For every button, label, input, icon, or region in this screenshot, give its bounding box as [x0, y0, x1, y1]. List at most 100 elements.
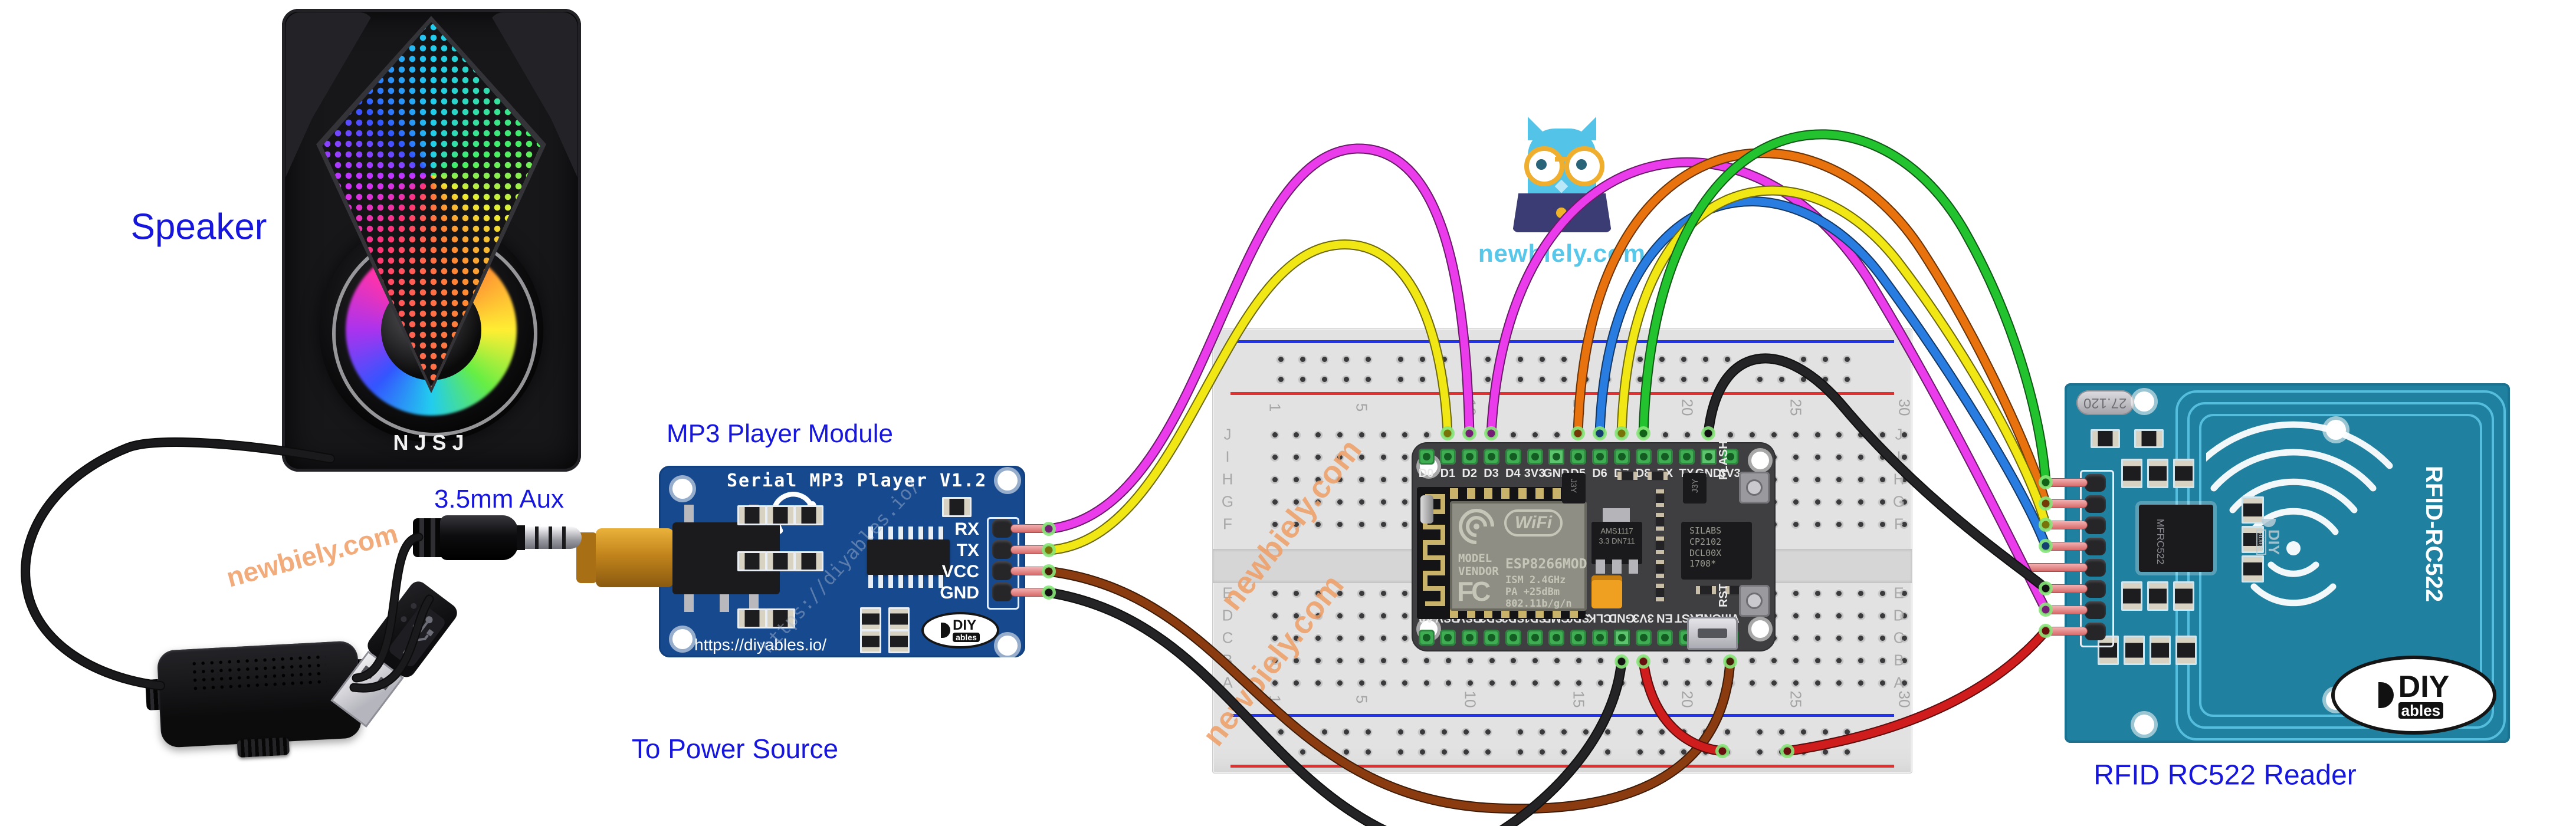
- owl-glasses-bridge: [1555, 157, 1567, 162]
- breadboard-hole: [1400, 430, 1410, 439]
- breadboard-hole: [1313, 430, 1323, 439]
- breadboard-column-number: 30: [1895, 399, 1914, 416]
- mp3-pin-label-gnd: GND: [940, 583, 979, 603]
- nodemcu-bottom-pin-CMD: [1548, 630, 1565, 646]
- mfrc522-text: MFRC522: [2155, 519, 2166, 565]
- breadboard-hole: [1791, 430, 1801, 439]
- smd-component: [1648, 470, 1668, 481]
- rfid-hole: [2134, 391, 2154, 412]
- breadboard-rail-hole: [1842, 747, 1852, 756]
- breadboard-hole: [1357, 588, 1367, 598]
- flash-button[interactable]: [1739, 472, 1770, 504]
- diyables-glyph: [2378, 682, 2394, 708]
- smd-component: [1655, 513, 1665, 531]
- breadboard-hole: [1270, 611, 1279, 620]
- breadboard-rail-hole: [1276, 747, 1285, 756]
- breadboard-hole: [1465, 430, 1475, 439]
- breadboard-column-number: 5: [1353, 403, 1371, 412]
- smd-component: [1655, 489, 1665, 507]
- breadboard-rail-hole: [1635, 354, 1645, 364]
- breadboard-hole: [1878, 497, 1888, 506]
- esp-pa-text: PA +25dBm: [1505, 586, 1560, 598]
- nodemcu-top-pin-D1: [1440, 449, 1456, 465]
- breadboard-row-letter: E: [1894, 584, 1904, 602]
- nodemcu-top-pin-D4: [1505, 449, 1521, 465]
- smd-component: [2175, 636, 2197, 665]
- rfid-pin-stub-irq-unconnected: [2023, 564, 2087, 571]
- breadboard-rail-hole: [1515, 727, 1525, 736]
- speaker-brand-text: NJSJ: [393, 430, 470, 455]
- volume-wheel[interactable]: [237, 737, 290, 758]
- breadboard-hole: [1487, 656, 1497, 665]
- breadboard-hole: [1682, 656, 1692, 665]
- breadboard-hole: [1682, 678, 1692, 687]
- breadboard-rail-hole: [1363, 354, 1373, 364]
- breadboard-hole: [1834, 452, 1844, 462]
- breadboard-rail-hole: [1483, 354, 1492, 364]
- rfid-header-pin: [2085, 538, 2106, 555]
- rst-button[interactable]: [1739, 585, 1770, 617]
- micro-usb-port[interactable]: [1687, 617, 1738, 650]
- breadboard-column-number: 30: [1895, 690, 1914, 708]
- nodemcu-top-pin-label: D3: [1484, 467, 1499, 480]
- breadboard-rail-hole: [1483, 747, 1492, 756]
- audio-jack-leg-4: [720, 594, 729, 612]
- nodemcu-top-pin-label: D6: [1592, 467, 1607, 480]
- breadboard-hole: [1357, 656, 1367, 665]
- breadboard-rail-hole: [1341, 354, 1351, 364]
- breadboard-hole: [1379, 633, 1388, 643]
- breadboard-hole: [1379, 588, 1388, 598]
- breadboard-rail-hole: [1515, 374, 1525, 384]
- nodemcu-top-pin-D5: [1570, 449, 1587, 465]
- smd-component: [1655, 537, 1665, 554]
- smd-resistor: [888, 607, 910, 631]
- electrolytic-capacitor: [1420, 495, 1433, 524]
- breadboard-column-number: 10: [1461, 399, 1479, 416]
- cp2102-line: DCL00X: [1689, 547, 1722, 558]
- breadboard-hole: [1856, 475, 1866, 484]
- breadboard-rail-hole: [1679, 354, 1688, 364]
- nodemcu-bottom-pin-SD2: [1505, 630, 1521, 646]
- rfid-header-pin: [2085, 580, 2106, 598]
- breadboard-hole: [1400, 678, 1410, 687]
- breadboard-rail-hole: [1439, 374, 1449, 384]
- mfrc522-chip: MFRC522: [2139, 505, 2213, 572]
- breadboard-hole: [1704, 678, 1714, 687]
- aux-plug-tip: [569, 526, 582, 549]
- smd-resistor: [794, 551, 823, 571]
- breadboard-rail-hole: [1559, 747, 1568, 756]
- breadboard-hole: [1422, 656, 1432, 665]
- esp-name-text: ESP8266MOD: [1505, 557, 1587, 572]
- breadboard-rail-hole: [1820, 727, 1830, 736]
- rfid-crystal-text: 27.120: [2083, 395, 2127, 411]
- breadboard-rail-hole: [1679, 374, 1688, 384]
- diyables-ables-text: ables: [2398, 702, 2444, 719]
- breadboard-hole: [1856, 430, 1866, 439]
- rfid-rc522-board: RFID-RC522 27.120 MFRC522 DIY ables DIY …: [2023, 383, 2510, 743]
- breadboard-hole: [1335, 656, 1345, 665]
- breadboard-column-number: 5: [1353, 695, 1371, 704]
- rfid-header-pin: [2085, 601, 2106, 619]
- nodemcu-bottom-pin-SD3: [1484, 630, 1499, 646]
- breadboard-hole: [1856, 497, 1866, 506]
- breadboard-hole: [1400, 452, 1410, 462]
- owl-ear-right: [1573, 117, 1596, 140]
- mp3-header-pin-vcc: [992, 561, 1012, 580]
- breadboard-hole: [1508, 678, 1518, 687]
- breadboard-hole: [1379, 452, 1388, 462]
- breadboard-hole: [1791, 497, 1801, 506]
- smd-resistor: [737, 551, 767, 571]
- breadboard-rail-hole: [1755, 747, 1764, 756]
- breadboard-rail-hole: [1755, 374, 1764, 384]
- nodemcu-top-pin-label: D4: [1505, 467, 1521, 480]
- nodemcu-bottom-pin-label: EN: [1656, 611, 1673, 624]
- breadboard-rail-hole: [1559, 374, 1568, 384]
- breadboard-hole: [1335, 497, 1345, 506]
- breadboard-rail-hole: [1363, 747, 1373, 756]
- diyables-ables-text: ables: [953, 633, 980, 642]
- diyables-logo-mp3: DIY ables: [921, 612, 999, 649]
- breadboard-rail-hole: [1657, 374, 1666, 384]
- breadboard-rail-hole: [1701, 354, 1710, 364]
- breadboard-rail-hole: [1417, 374, 1427, 384]
